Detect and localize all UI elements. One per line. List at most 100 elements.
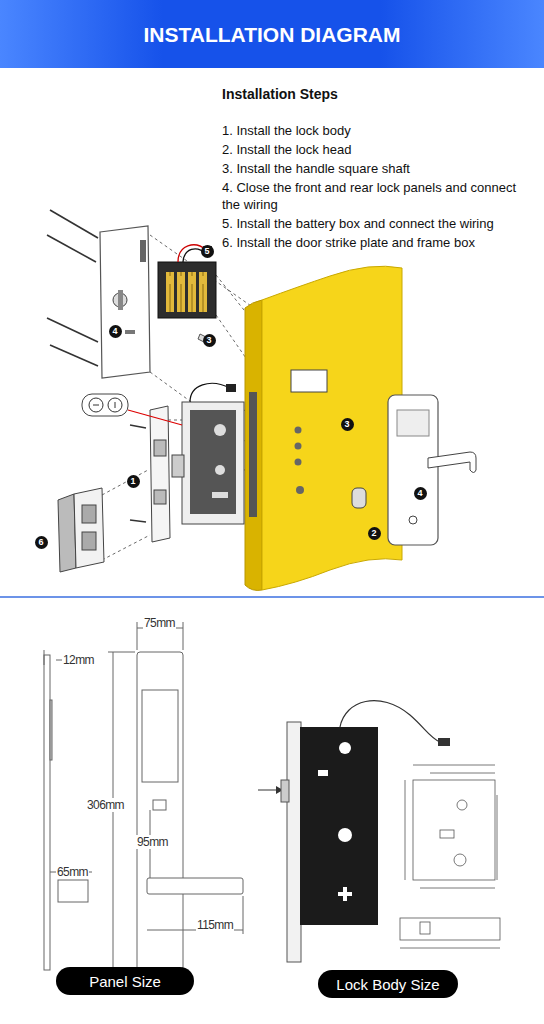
panel-size-drawing-part	[58, 880, 88, 902]
callout-number: 3	[203, 334, 216, 347]
panel-size-drawing	[44, 622, 243, 970]
door	[245, 266, 402, 590]
lock-body-drawing-part	[339, 742, 351, 754]
back-panel-part	[125, 330, 135, 334]
callout-number: 4	[109, 325, 122, 338]
lock-body-part	[182, 402, 244, 524]
strike-plate-part	[58, 494, 76, 572]
step-text: 6. Install the door strike plate and fra…	[222, 234, 475, 251]
dimension: 115mm	[196, 918, 234, 932]
dimension: 75mm	[143, 616, 176, 630]
strike-plate-part	[82, 532, 96, 550]
null-part-part	[413, 765, 495, 766]
panel-size-drawing-part	[108, 652, 135, 653]
magnified-detail-part	[93, 405, 99, 406]
magnified-detail-part	[89, 398, 103, 412]
null-part-part	[420, 888, 495, 889]
lock-body-part	[215, 465, 225, 475]
panel-size-drawing-part	[142, 690, 178, 782]
leader-lines-part	[102, 470, 148, 495]
null-part-part	[454, 854, 466, 866]
lock-body-drawing-part	[318, 770, 328, 776]
dimension: 95mm	[136, 835, 169, 849]
back-panel	[100, 226, 150, 378]
strike-plate	[58, 488, 104, 572]
null-part-part	[440, 830, 454, 838]
strike-plate-part	[82, 505, 96, 523]
front-panel-part	[409, 516, 417, 524]
dimension: 12mm	[62, 653, 95, 667]
leader-lines-part	[102, 535, 150, 560]
front-panel	[388, 395, 476, 545]
back-panel-part	[100, 226, 150, 378]
pill-label: Lock Body Size	[318, 970, 458, 998]
lock-body-drawing-part	[258, 790, 276, 791]
back-panel-part	[118, 290, 123, 310]
title-text: INSTALLATION DIAGRAM	[0, 0, 544, 68]
magnified-detail-part	[108, 398, 122, 412]
null-part-part	[400, 948, 500, 949]
cylinder-part	[352, 488, 366, 508]
pill-text: Lock Body Size	[336, 976, 439, 993]
callout-number: 5	[201, 245, 214, 258]
callout-number: 1	[127, 475, 140, 488]
separator-part	[0, 596, 544, 598]
screws-part	[50, 210, 98, 238]
null-part-part	[457, 800, 467, 810]
callout-number: 2	[368, 527, 381, 540]
callout-number: 3	[341, 418, 354, 431]
dimension: 65mm	[56, 865, 89, 879]
callout-number: 6	[35, 536, 48, 549]
panel-size-drawing-part	[44, 655, 50, 970]
battery-box	[158, 245, 216, 318]
null-part-part	[400, 918, 500, 940]
panel-size-drawing-part	[50, 700, 52, 760]
door-part	[295, 459, 302, 466]
door-part	[296, 486, 304, 494]
lock-body-part	[212, 492, 228, 498]
lock-body-drawing-part	[438, 738, 450, 746]
lock-body-part	[172, 455, 184, 477]
step-text: 3. Install the handle square shaft	[222, 160, 410, 177]
lock-body-part	[154, 490, 166, 504]
null-part-part	[413, 780, 495, 880]
lock-body-part	[190, 383, 230, 402]
panel-size-drawing-part	[153, 800, 166, 810]
lock-body-drawing-part	[340, 701, 440, 742]
lock-body-drawing-part	[343, 887, 347, 901]
lock-body-part	[226, 384, 236, 392]
screws-part	[130, 425, 146, 428]
lock-body-part	[150, 406, 170, 542]
panel-size-drawing-part	[183, 622, 184, 650]
step-text: 1. Install the lock body	[222, 122, 351, 139]
magnified-detail-part	[128, 410, 182, 425]
lock-body-drawing-part	[338, 828, 352, 842]
panel-size-drawing-part	[147, 878, 243, 894]
lock-body-drawing-part	[281, 780, 289, 802]
steps-heading: Installation Steps	[222, 86, 338, 102]
step-text: 5. Install the battery box and connect t…	[222, 215, 494, 232]
screws-part	[130, 520, 146, 522]
panel-size-drawing-part	[44, 650, 45, 665]
screws-part	[50, 345, 98, 366]
door-part	[295, 427, 302, 434]
null-part-part	[405, 780, 406, 880]
strike-plate-part	[74, 488, 104, 568]
step-text: 4. Close the front and rear lock panels …	[222, 179, 522, 213]
magnified-detail-part	[82, 394, 128, 416]
dimension: 306mm	[86, 798, 125, 812]
callout-number: 4	[414, 487, 427, 500]
magnified-detail-part	[115, 402, 116, 408]
lock-body-drawing	[258, 701, 500, 962]
cylinder	[352, 488, 366, 508]
screws-part	[47, 235, 96, 262]
screws-part	[47, 318, 98, 342]
front-panel-part	[428, 452, 476, 473]
null-part-part	[420, 922, 430, 934]
null-part-part	[430, 773, 495, 774]
door-part	[262, 266, 402, 590]
lock-body-drawing-part	[300, 727, 378, 925]
lock-body	[150, 383, 244, 542]
panel-size-drawing-part	[243, 896, 244, 934]
